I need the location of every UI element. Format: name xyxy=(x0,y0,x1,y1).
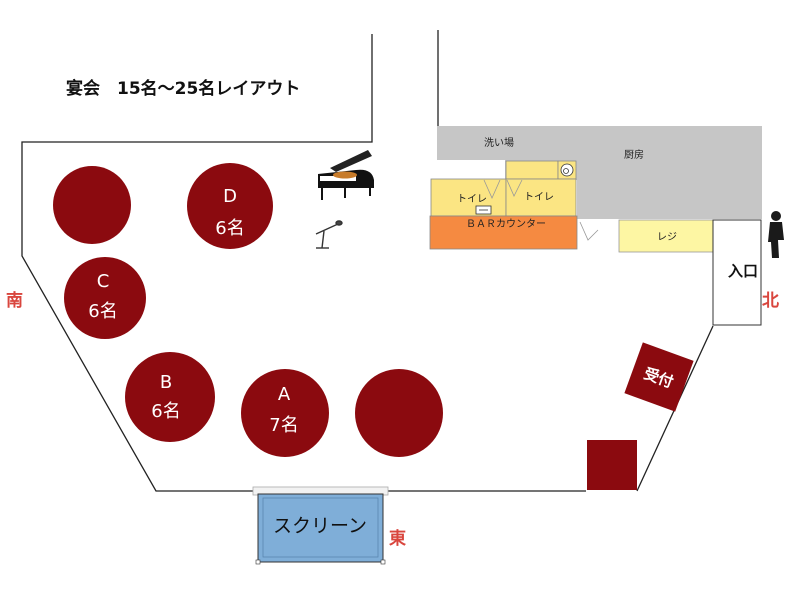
kitchen-block: 洗い場 厨房 xyxy=(437,126,762,219)
grand-piano-icon xyxy=(318,150,374,200)
table-b-label: B xyxy=(160,372,172,393)
table-a-label: A xyxy=(278,384,291,405)
table-b-capacity: 6名 xyxy=(151,401,180,422)
table-a-capacity: 7名 xyxy=(269,415,298,436)
table-f xyxy=(355,369,443,457)
reception-desk: 受付 xyxy=(624,342,694,412)
washing-area-label: 洗い場 xyxy=(484,136,514,149)
projection-screen: スクリーン xyxy=(252,486,389,565)
toilet-left-room xyxy=(430,178,507,217)
bar-counter-label: ＢＡＲカウンター xyxy=(466,218,546,230)
toilet-right-label: トイレ xyxy=(524,192,554,203)
person-icon xyxy=(768,211,784,258)
screen-label: スクリーン xyxy=(273,515,367,537)
sink-icon xyxy=(475,205,492,215)
wheelchair-icon xyxy=(560,163,574,177)
bar-counter: ＢＡＲカウンター xyxy=(429,215,578,250)
toilet-right-room xyxy=(505,178,577,217)
register-label: レジ xyxy=(657,232,677,243)
west-south-wall xyxy=(21,34,586,492)
tables: D 6名 C 6名 B 6名 A 7名 xyxy=(53,163,443,457)
table-c-capacity: 6名 xyxy=(88,301,117,322)
direction-east: 東 xyxy=(389,528,406,549)
table-b: B 6名 xyxy=(125,352,215,442)
table-c-label: C xyxy=(97,271,110,292)
direction-south: 南 xyxy=(6,290,23,311)
table-d-label: D xyxy=(223,186,237,207)
toilet-left-label: トイレ xyxy=(457,194,487,205)
microphone-icon xyxy=(315,220,343,249)
table-a: A 7名 xyxy=(241,369,329,457)
register: レジ xyxy=(618,219,714,253)
table-e xyxy=(53,166,131,244)
entrance: 入口 xyxy=(712,219,762,326)
kitchen-area xyxy=(437,126,762,219)
toilet-block: トイレ トイレ xyxy=(430,160,599,241)
door-swing-marks xyxy=(483,179,599,241)
table-d-capacity: 6名 xyxy=(215,218,244,239)
table-c: C 6名 xyxy=(64,257,146,339)
kitchen-label: 厨房 xyxy=(624,148,644,161)
layout-title: 宴会 15名～25名レイアウト xyxy=(66,78,300,99)
direction-north: 北 xyxy=(762,291,779,311)
square-table xyxy=(587,440,637,490)
table-d: D 6名 xyxy=(187,163,273,249)
toilet-small-room xyxy=(505,160,559,180)
entrance-label: 入口 xyxy=(728,262,758,280)
